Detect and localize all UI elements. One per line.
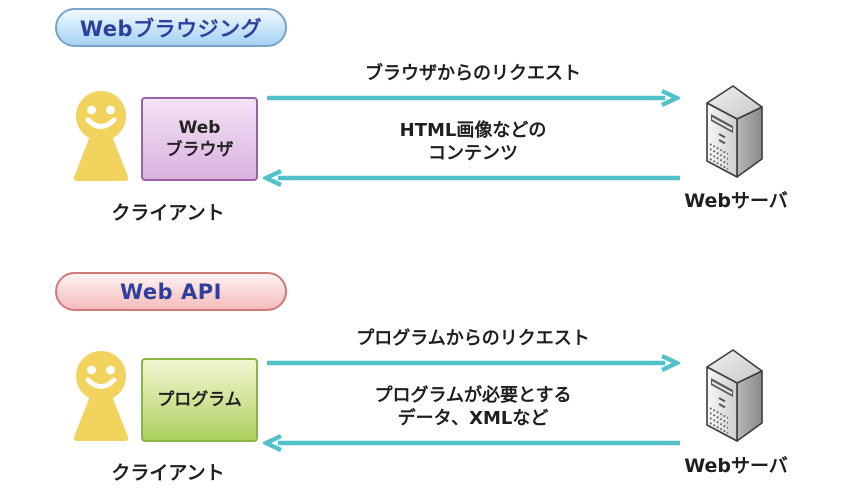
web-browser-box-line1: Web <box>178 118 221 138</box>
web-browser-box: Web ブラウザ <box>141 97 258 181</box>
request-arrow-right <box>266 354 680 372</box>
web-server-label: Webサーバ <box>684 455 788 477</box>
browser-response-line1: HTML画像などの <box>399 120 547 141</box>
program-box: プログラム <box>141 358 258 442</box>
browser-response-label: HTML画像などの コンテンツ <box>268 119 678 165</box>
web-api-title-pill: Web API <box>55 272 287 311</box>
client-label: クライアント <box>111 462 225 484</box>
web-browser-box-line2: ブラウザ <box>165 140 234 160</box>
client-person-icon <box>62 90 142 182</box>
response-arrow-left <box>263 169 681 187</box>
client-label: クライアント <box>111 202 225 224</box>
program-response-line2: データ、XMLなど <box>397 408 549 429</box>
response-arrow-left <box>263 434 681 452</box>
program-box-line1: プログラム <box>157 390 242 410</box>
web-server-label: Webサーバ <box>684 190 788 212</box>
web-server-icon <box>700 84 768 180</box>
web-browsing-title-pill: Webブラウジング <box>55 8 287 47</box>
program-response-label: プログラムが必要とする データ、XMLなど <box>268 384 678 430</box>
request-arrow-right <box>266 89 680 107</box>
browser-response-line2: コンテンツ <box>428 143 518 164</box>
web-server-icon <box>700 348 768 444</box>
program-response-line1: プログラムが必要とする <box>374 385 572 406</box>
browser-request-label: ブラウザからのリクエスト <box>365 63 581 84</box>
program-request-label: プログラムからのリクエスト <box>356 328 590 349</box>
client-person-icon <box>62 350 142 442</box>
